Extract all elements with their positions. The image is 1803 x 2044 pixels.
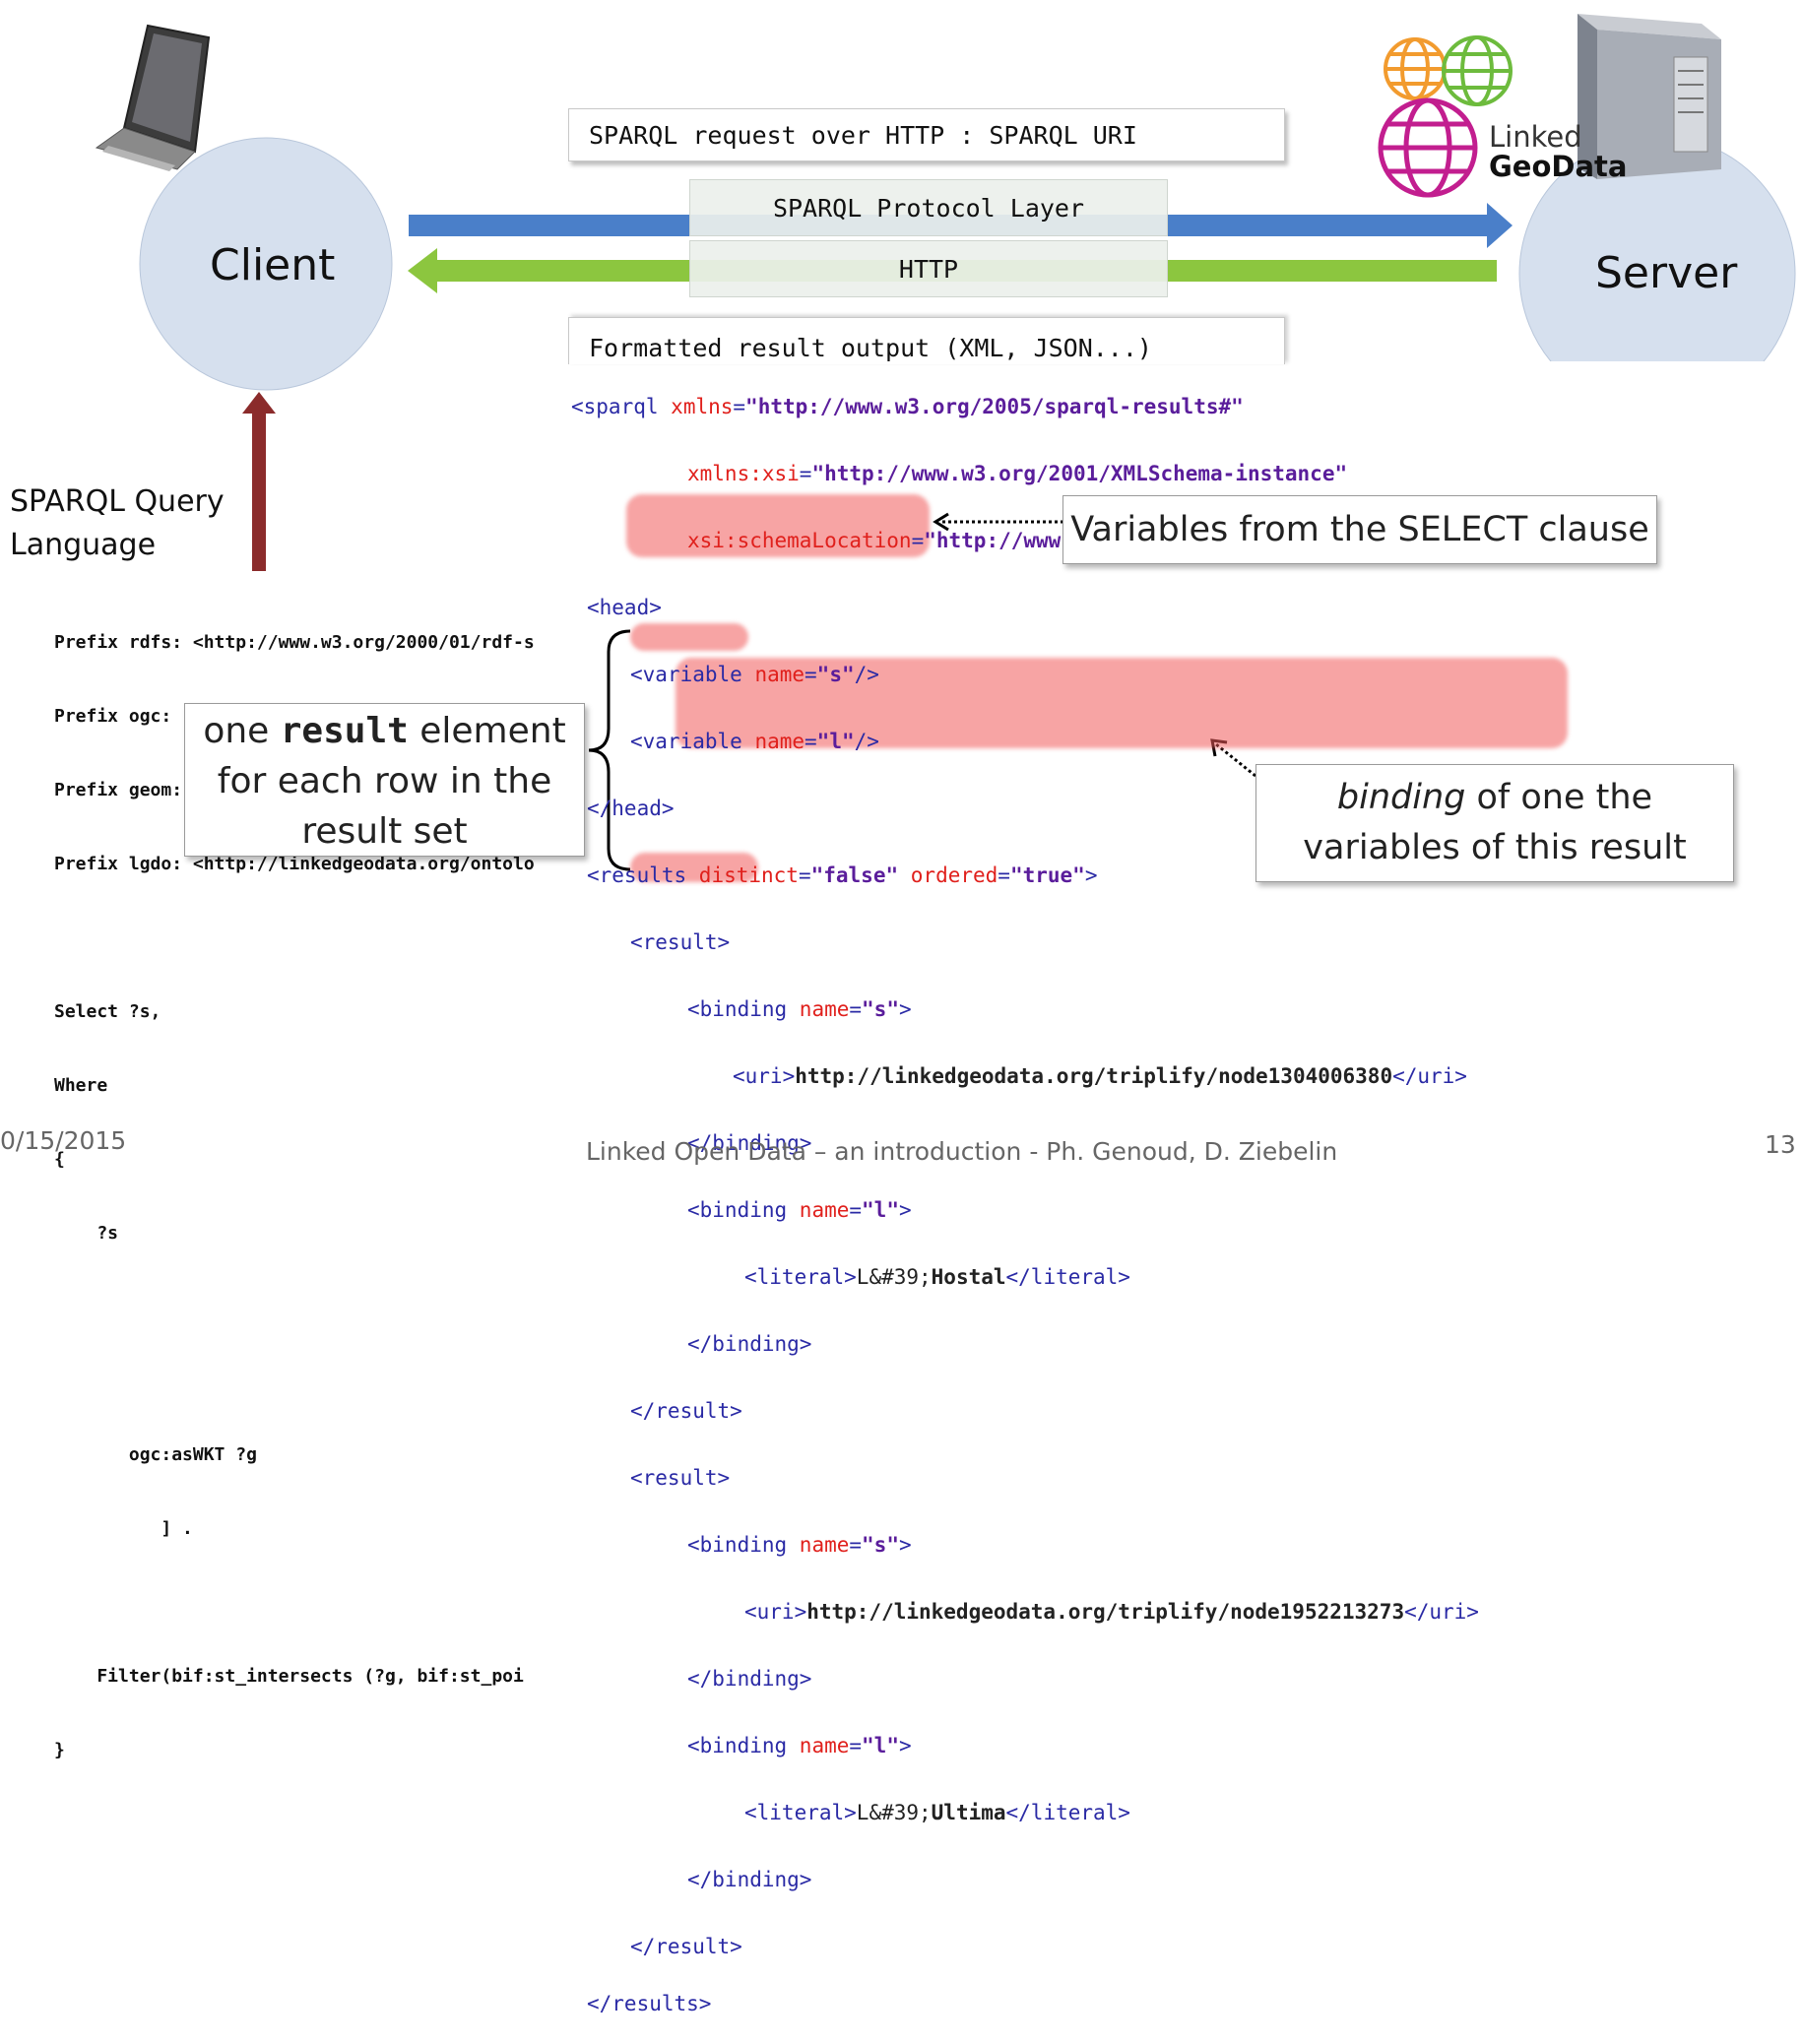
logo-line-linked: Linked [1489, 120, 1582, 154]
code-line: ?s [54, 1223, 161, 1244]
linkedgeodata-logo: Linked GeoData [1489, 122, 1627, 181]
xml-line: </result> [630, 1399, 742, 1423]
xml-line: <variable name="l"/> [630, 730, 879, 753]
xml-line: <literal>L&#39;Ultima</literal> [744, 1801, 1130, 1824]
result-callout-line3: result set [301, 811, 468, 852]
http-layer: HTTP [689, 240, 1168, 297]
client-label: Client [210, 240, 336, 290]
result-callout-line1: one result element [203, 711, 566, 751]
xml-line: </binding> [687, 1131, 812, 1155]
linkedgeodata-globe-orange-icon [1384, 37, 1447, 100]
binding-callout-line2: variables of this result [1303, 828, 1687, 867]
variables-highlight [626, 494, 930, 557]
xml-line: <binding name="s"> [687, 997, 912, 1021]
code-line: { [54, 1149, 65, 1170]
xml-line: <binding name="l"> [687, 1198, 912, 1222]
xml-line: <literal>L&#39;Hostal</literal> [744, 1265, 1130, 1289]
linkedgeodata-globe-green-icon [1442, 35, 1513, 106]
footer-date: 0/15/2015 [0, 1126, 127, 1155]
xml-line: <result> [630, 1466, 731, 1490]
code-line: ogc:asWKT ?g [54, 1444, 257, 1465]
request-box: SPARQL request over HTTP : SPARQL URI [568, 108, 1285, 161]
linkedgeodata-globe-magenta-icon [1378, 97, 1478, 198]
xml-line: <head> [587, 596, 662, 619]
query-language-line1: SPARQL Query [10, 484, 225, 519]
xml-line: </binding> [687, 1868, 812, 1891]
xml-line: </result> [630, 1935, 742, 1958]
code-line: Prefix lgdo: <http://linkedgeodata.org/o… [54, 854, 535, 874]
xml-line: <binding name="l"> [687, 1734, 912, 1757]
binding-callout-line1: binding of one the [1336, 778, 1653, 817]
code-line: Filter(bif:st_intersects (?g, bif:st_poi [54, 1666, 524, 1687]
client-circle [139, 137, 393, 391]
binding-callout: binding of one the variables of this res… [1256, 764, 1734, 882]
query-arrow [242, 392, 276, 571]
diagram-graphics [95, 14, 1796, 871]
server-tower-icon [1578, 14, 1721, 179]
variables-pointer-arrow [933, 512, 1063, 532]
xml-line: <variable name="s"/> [630, 663, 879, 686]
query-language-line2: Language [10, 528, 157, 562]
code-line: ] . [54, 1518, 193, 1539]
sparql-protocol-layer: SPARQL Protocol Layer [689, 179, 1168, 236]
footer-title: Linked Open Data – an introduction - Ph.… [586, 1137, 1338, 1166]
result-callout-line2: for each row in the [217, 761, 552, 801]
code-line: Prefix rdfs: <http://www.w3.org/2000/01/… [54, 632, 535, 653]
server-label: Server [1595, 248, 1738, 298]
code-line: } [54, 1740, 65, 1760]
xml-line: </binding> [687, 1667, 812, 1691]
query-language-label: SPARQL Query Language [10, 480, 225, 567]
xml-line: xmlns:xsi="http://www.w3.org/2001/XMLSch… [687, 462, 1348, 485]
xml-line: <result> [630, 930, 731, 954]
xml-result-listing: <sparql xmlns="http://www.w3.org/2005/sp… [571, 356, 1609, 2044]
xml-line: <sparql xmlns="http://www.w3.org/2005/sp… [571, 395, 1244, 418]
xml-line: </results> [587, 1992, 712, 2015]
code-line [54, 926, 535, 950]
xml-line: </head> [587, 797, 675, 820]
xml-line: <uri>http://linkedgeodata.org/triplify/n… [733, 1064, 1467, 1088]
xml-line: </binding> [687, 1332, 812, 1356]
uri-binding-highlight [676, 658, 1568, 748]
result-open-highlight [630, 623, 748, 651]
xml-line: <results distinct="false" ordered="true"… [587, 863, 1098, 887]
code-line: Where [54, 1075, 108, 1096]
laptop-icon [95, 24, 211, 171]
result-close-highlight [630, 853, 758, 882]
code-line: Select ?s, [54, 1001, 172, 1022]
result-output-box: Formatted result output (XML, JSON...) [568, 317, 1285, 364]
result-brace [588, 629, 631, 871]
code-line [54, 1295, 535, 1319]
code-line [54, 1590, 535, 1615]
logo-line-geodata: GeoData [1489, 150, 1628, 183]
xml-line: <uri>http://linkedgeodata.org/triplify/n… [744, 1600, 1479, 1624]
xml-line: <binding name="s"> [687, 1533, 912, 1557]
code-line [54, 1369, 535, 1393]
footer-page-number: 13 [1765, 1130, 1796, 1159]
variables-callout: Variables from the SELECT clause [1062, 495, 1657, 564]
result-callout: one result element for each row in the r… [184, 703, 585, 857]
